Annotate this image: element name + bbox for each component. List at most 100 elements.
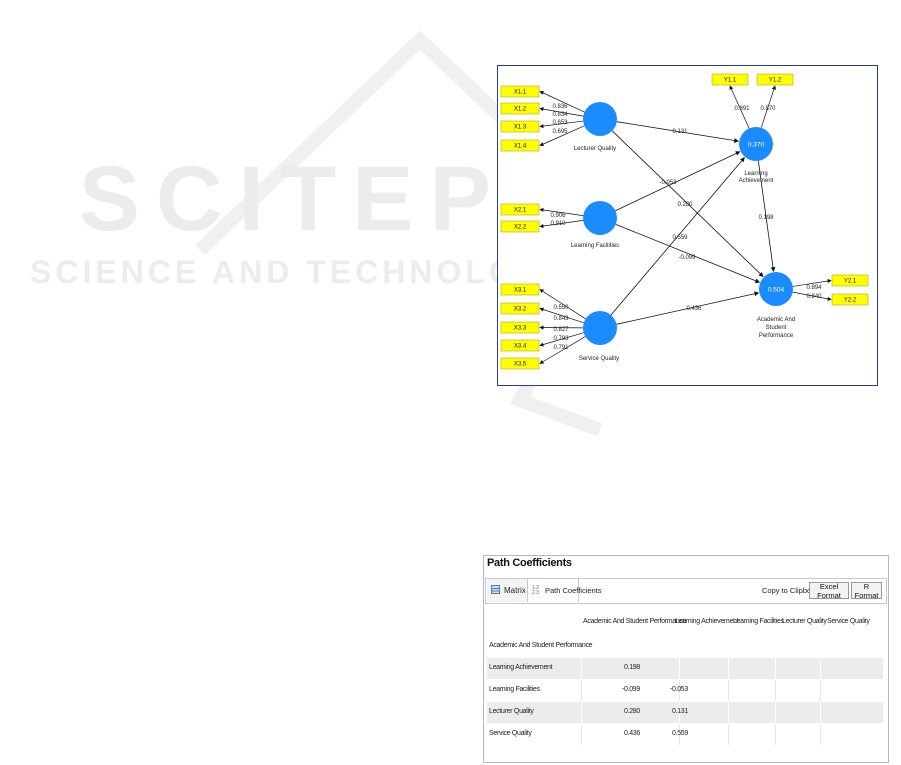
path-coefficient: -0.099	[678, 255, 696, 261]
loading-arrow-X2.1	[539, 207, 584, 217]
indicator-box[interactable]	[500, 302, 540, 315]
outer-loading: 0.550	[553, 305, 569, 311]
tab-matrix[interactable]: Matrix	[487, 579, 528, 602]
indicator-box[interactable]	[500, 321, 540, 334]
path-arrow-sq-asp	[616, 291, 760, 325]
column-header: Learning Achievement	[675, 618, 739, 625]
outer-loading: 0.870	[760, 106, 776, 112]
path-arrow-lf-asp	[615, 223, 761, 283]
outer-loading: 0.793	[553, 336, 569, 342]
latent-label: Service Quality	[579, 356, 619, 362]
latent-label: Academic And	[757, 317, 795, 323]
svg-text:1.2: 1.2	[532, 585, 539, 591]
table-cell: 0.131	[671, 708, 688, 715]
row-label: Lecturer Quality	[489, 708, 534, 715]
cell-divider	[728, 702, 729, 723]
latent-la[interactable]	[739, 127, 773, 161]
outer-loading: 0.891	[734, 106, 750, 112]
indicator-box[interactable]	[756, 73, 794, 86]
sem-diagram-canvas: 0.1310.280-0.053-0.0990.5590.4360.198X1.…	[500, 73, 869, 370]
indicator-label: X1.1	[514, 90, 527, 96]
latent-label: Performance	[759, 333, 794, 339]
cell-divider	[679, 658, 680, 679]
r-format-button[interactable]: R Format	[851, 582, 882, 600]
loading-arrow-Y2.2	[792, 291, 832, 301]
latent-label: Lecturer Quality	[574, 146, 616, 152]
loading-arrow-X3.5	[539, 336, 586, 364]
latent-asp[interactable]	[759, 272, 793, 306]
path-arrow-lq-asp	[611, 130, 764, 278]
panel-title: Path Coefficients	[487, 557, 572, 569]
cell-divider	[820, 658, 821, 679]
outer-loading: 0.791	[553, 345, 569, 351]
cell-divider	[775, 724, 776, 745]
cell-divider	[581, 658, 582, 679]
loading-arrow-X2.2	[539, 219, 584, 229]
cell-divider	[728, 724, 729, 745]
loading-arrow-X1.4	[539, 125, 585, 146]
outer-loading: 0.894	[806, 285, 822, 291]
indicator-label: X3.2	[514, 307, 527, 313]
latent-label: Student	[766, 325, 787, 331]
table-cell: 0.280	[623, 708, 640, 715]
indicator-box[interactable]	[500, 102, 540, 115]
column-header: Academic And Student Performance	[583, 618, 687, 625]
indicator-box[interactable]	[500, 85, 540, 98]
cell-divider	[679, 680, 680, 701]
row-label: Learning Facilities	[489, 686, 540, 693]
outer-loading: 0.653	[552, 120, 568, 126]
outer-loading: 0.695	[552, 129, 568, 135]
column-header: Learning Facilities	[733, 618, 784, 625]
cell-divider	[728, 680, 729, 701]
loading-arrow-X3.2	[539, 307, 584, 324]
indicator-label: X3.1	[514, 288, 527, 294]
loading-arrow-Y2.1	[792, 278, 832, 287]
cell-divider	[679, 702, 680, 723]
path-arrow-lf-la	[615, 151, 741, 212]
cell-divider	[820, 724, 821, 745]
table-row: Academic And Student Performance	[487, 636, 883, 657]
latent-lq[interactable]	[583, 102, 617, 136]
indicator-box[interactable]	[500, 139, 540, 152]
cell-divider	[679, 724, 680, 745]
latent-sq[interactable]	[583, 311, 617, 345]
indicator-label: Y2.2	[844, 298, 857, 304]
indicator-label: X1.3	[514, 125, 527, 131]
indicator-label: X1.4	[514, 144, 527, 150]
indicator-box[interactable]	[500, 283, 540, 296]
latent-label: Achievement	[739, 178, 774, 184]
outer-loading: 0.834	[552, 112, 568, 118]
path-arrow-sq-la	[610, 157, 745, 316]
path-coefficient: 0.559	[672, 235, 688, 241]
loading-arrow-X3.4	[539, 332, 584, 347]
svg-text:2.3: 2.3	[532, 590, 539, 595]
indicator-box[interactable]	[711, 73, 749, 86]
indicator-box[interactable]	[500, 120, 540, 133]
table-cell: 0.559	[671, 730, 688, 737]
indicator-label: X3.3	[514, 326, 527, 332]
indicator-box[interactable]	[500, 220, 540, 233]
indicator-label: X2.2	[514, 225, 527, 231]
indicator-box[interactable]	[831, 274, 869, 287]
indicator-box[interactable]	[500, 357, 540, 370]
excel-format-button[interactable]: Excel Format	[809, 582, 849, 600]
loading-arrow-X1.1	[539, 91, 585, 113]
r-squared: 0.504	[768, 287, 785, 294]
indicator-box[interactable]	[500, 339, 540, 352]
cell-divider	[581, 724, 582, 745]
outer-loading: 0.906	[550, 213, 566, 219]
path-arrow-lq-la	[616, 121, 740, 143]
latent-lf[interactable]	[583, 201, 617, 235]
tab-path-coefficients-label: Path Coefficients	[545, 586, 602, 595]
indicator-box[interactable]	[500, 203, 540, 216]
indicator-label: X3.4	[514, 344, 527, 350]
copy-to-clipboard-label: Copy to Clipboard:	[762, 586, 825, 595]
row-label: Service Quality	[489, 730, 532, 737]
path-coefficient: 0.131	[672, 129, 688, 135]
indicator-box[interactable]	[831, 293, 869, 306]
